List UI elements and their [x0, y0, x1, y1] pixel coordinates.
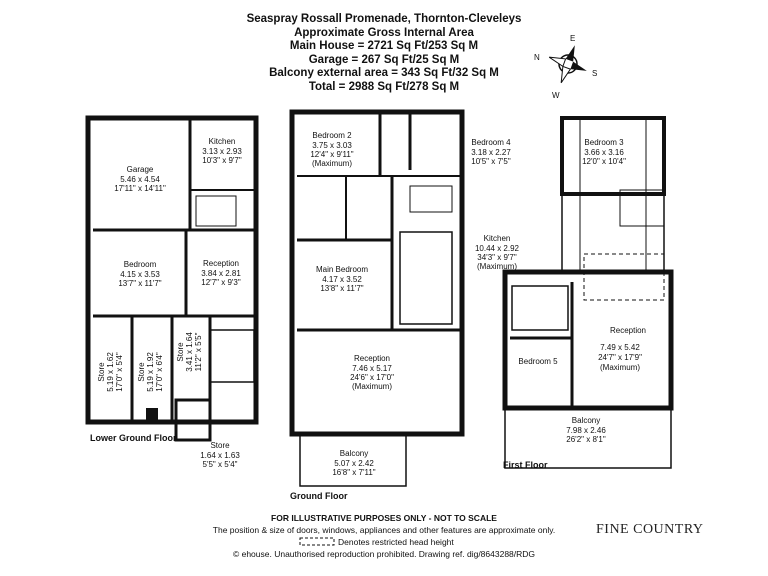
plan-header: Seaspray Rossall Promenade, Thornton-Cle…: [0, 13, 768, 94]
compass-icon: E N S W: [534, 34, 597, 100]
bedroom3-metric: 3.66 x 3.16: [584, 148, 624, 157]
balcony-ff-metric: 7.98 x 2.46: [566, 426, 606, 435]
legend-text: Denotes restricted head height: [338, 537, 454, 547]
main-house-area: Main House = 2721 Sq Ft/253 Sq M: [289, 40, 479, 52]
bedroom3-name: Bedroom 3: [584, 138, 624, 147]
lower-ground-floor-plan: [85, 115, 259, 442]
approximate-note: The position & size of doors, windows, a…: [212, 525, 556, 535]
compass-e: E: [570, 34, 575, 43]
store4-imperial: 5'5" x 5'4": [203, 460, 238, 469]
compass-s: S: [592, 69, 597, 78]
disclaimer: FOR ILLUSTRATIVE PURPOSES ONLY - NOT TO …: [271, 513, 497, 523]
kitchen-gf-note: (Maximum): [477, 262, 517, 271]
restricted-head-height-swatch: [299, 537, 335, 546]
bedroom2-metric: 3.75 x 3.03: [312, 141, 352, 150]
bedroom2-imperial: 12'4" x 9'11": [310, 150, 353, 159]
store3-metric: 3.41 x 1.64: [185, 332, 194, 372]
kitchen-gf-imperial: 34'3" x 9'7": [477, 253, 517, 262]
total-area: Total = 2988 Sq Ft/278 Sq M: [308, 80, 460, 93]
fine-country-logo: FINE COUNTRY: [596, 522, 704, 537]
main-bedroom-name: Main Bedroom: [316, 265, 368, 274]
first-floor-plan: [502, 116, 674, 469]
compass-n: N: [534, 53, 540, 62]
bedroom-lg-metric: 4.15 x 3.53: [120, 270, 160, 279]
balcony-area: Balcony external area = 343 Sq Ft/32 Sq …: [269, 67, 499, 79]
store1-imperial: 17'0" x 5'4": [115, 352, 124, 392]
garage-imperial: 17'11" x 14'11": [114, 184, 166, 193]
reception-ff-name: Reception: [610, 326, 646, 335]
kitchen-lg-metric: 3.13 x 2.93: [202, 147, 242, 156]
garage-area: Garage = 267 Sq Ft/25 Sq M: [308, 53, 460, 66]
reception-lg-name: Reception: [203, 259, 239, 268]
reception-lg-metric: 3.84 x 2.81: [201, 269, 241, 278]
first-floor-label: First Floor: [503, 460, 548, 470]
compass-w: W: [552, 91, 560, 100]
balcony-gf-metric: 5.07 x 2.42: [334, 459, 374, 468]
store3-name: Store: [176, 342, 185, 362]
kitchen-gf-metric: 10.44 x 2.92: [475, 244, 520, 253]
store1-name: Store: [97, 362, 106, 382]
reception-gf-imperial: 24'6" x 17'0": [350, 373, 394, 382]
property-address: Seaspray Rossall Promenade, Thornton-Cle…: [246, 13, 522, 25]
reception-ff-imperial: 24'7" x 17'9": [598, 353, 642, 362]
garage-metric: 5.46 x 4.54: [120, 175, 160, 184]
bedroom2-note: (Maximum): [312, 159, 352, 168]
area-title: Approximate Gross Internal Area: [294, 26, 474, 39]
ground-floor-plan: [289, 109, 465, 487]
store4-metric: 1.64 x 1.63: [200, 451, 240, 460]
reception-ff-metric: 7.49 x 5.42: [600, 343, 640, 352]
balcony-ff-name: Balcony: [572, 416, 600, 425]
bedroom4-imperial: 10'5" x 7'5": [471, 157, 511, 166]
bedroom3-imperial: 12'0" x 10'4": [582, 157, 626, 166]
reception-gf-metric: 7.46 x 5.17: [352, 364, 392, 373]
bedroom-lg-imperial: 13'7" x 11'7": [118, 279, 161, 288]
bedroom4-name: Bedroom 4: [471, 138, 511, 147]
store2-imperial: 17'0" x 6'4": [155, 352, 164, 392]
bedroom4-metric: 3.18 x 2.27: [471, 148, 511, 157]
reception-lg-imperial: 12'7" x 9'3": [201, 278, 241, 287]
kitchen-lg-imperial: 10'3" x 9'7": [202, 156, 242, 165]
store2-metric: 5.19 x 1.92: [146, 352, 155, 392]
main-bedroom-metric: 4.17 x 3.52: [322, 275, 362, 284]
store1-metric: 5.19 x 1.62: [106, 352, 115, 392]
main-bedroom-imperial: 13'8" x 11'7": [320, 284, 363, 293]
lower-ground-floor-label: Lower Ground Floor: [90, 433, 177, 443]
bedroom2-name: Bedroom 2: [312, 131, 352, 140]
garage-name: Garage: [127, 165, 154, 174]
kitchen-lg-name: Kitchen: [209, 137, 236, 146]
store2-name: Store: [137, 362, 146, 382]
kitchen-gf-name: Kitchen: [484, 234, 511, 243]
balcony-ff-imperial: 26'2" x 8'1": [566, 435, 606, 444]
bedroom5-name: Bedroom 5: [518, 357, 558, 366]
ground-floor-label: Ground Floor: [290, 491, 348, 501]
balcony-gf-name: Balcony: [340, 449, 368, 458]
balcony-gf-imperial: 16'8" x 7'11": [332, 468, 375, 477]
reception-gf-name: Reception: [354, 354, 390, 363]
store4-name: Store: [210, 441, 230, 450]
reception-ff-note: (Maximum): [600, 363, 640, 372]
store3-imperial: 11'2" x 5'5": [194, 332, 203, 371]
reception-gf-note: (Maximum): [352, 382, 392, 391]
bedroom-lg-name: Bedroom: [124, 260, 157, 269]
copyright: © ehouse. Unauthorised reproduction proh…: [232, 549, 536, 559]
